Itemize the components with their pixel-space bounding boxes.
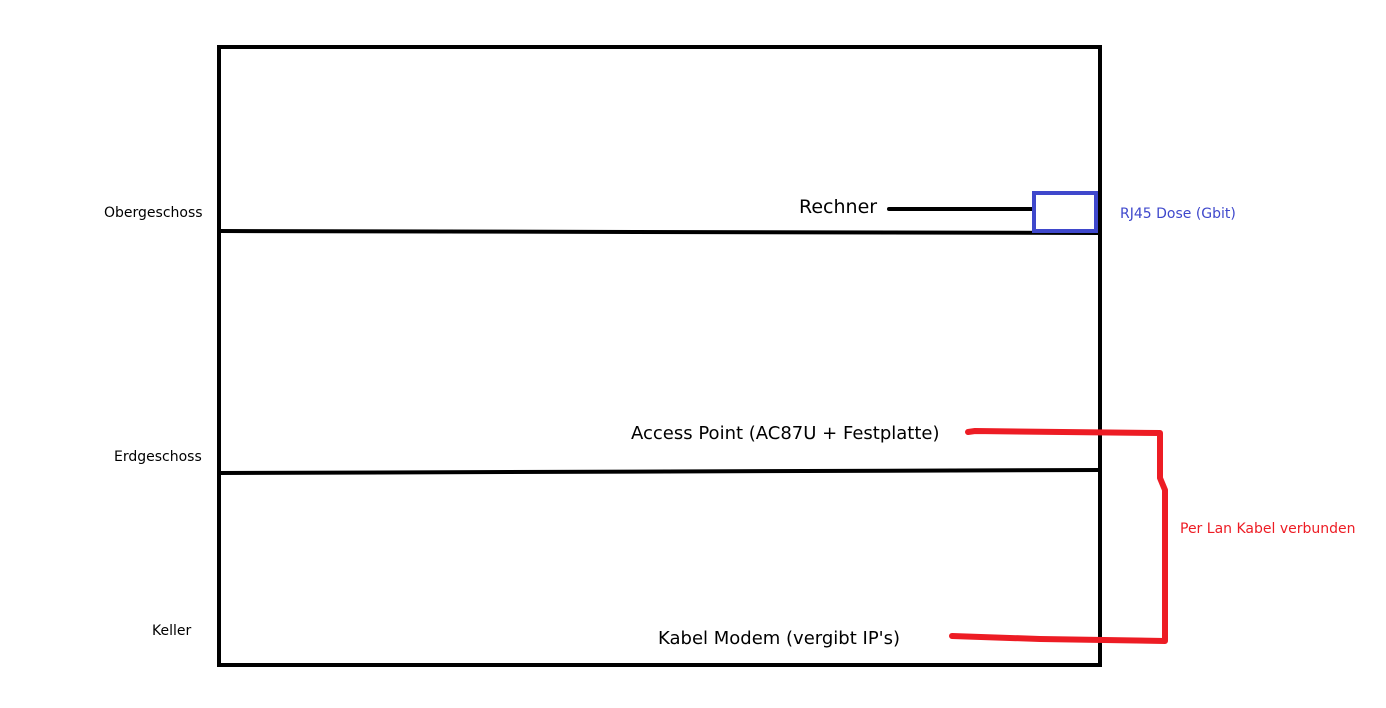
connection-label: Per Lan Kabel verbunden (1180, 521, 1356, 537)
socket-label: RJ45 Dose (Gbit) (1120, 206, 1236, 222)
floor-label-basement: Keller (152, 623, 192, 639)
computer-label: Rechner (799, 196, 878, 218)
house-outline (217, 45, 1102, 667)
modem-label: Kabel Modem (vergibt IP's) (658, 628, 901, 649)
floor-label-ground: Erdgeschoss (114, 449, 202, 465)
floor-divider-upper (218, 229, 1101, 235)
lan-cable (949, 428, 1168, 644)
rj45-socket-box (1032, 191, 1098, 233)
floor-label-upper: Obergeschoss (104, 205, 203, 221)
access-point-label: Access Point (AC87U + Festplatte) (631, 423, 940, 444)
floor-divider-ground (218, 468, 1101, 475)
